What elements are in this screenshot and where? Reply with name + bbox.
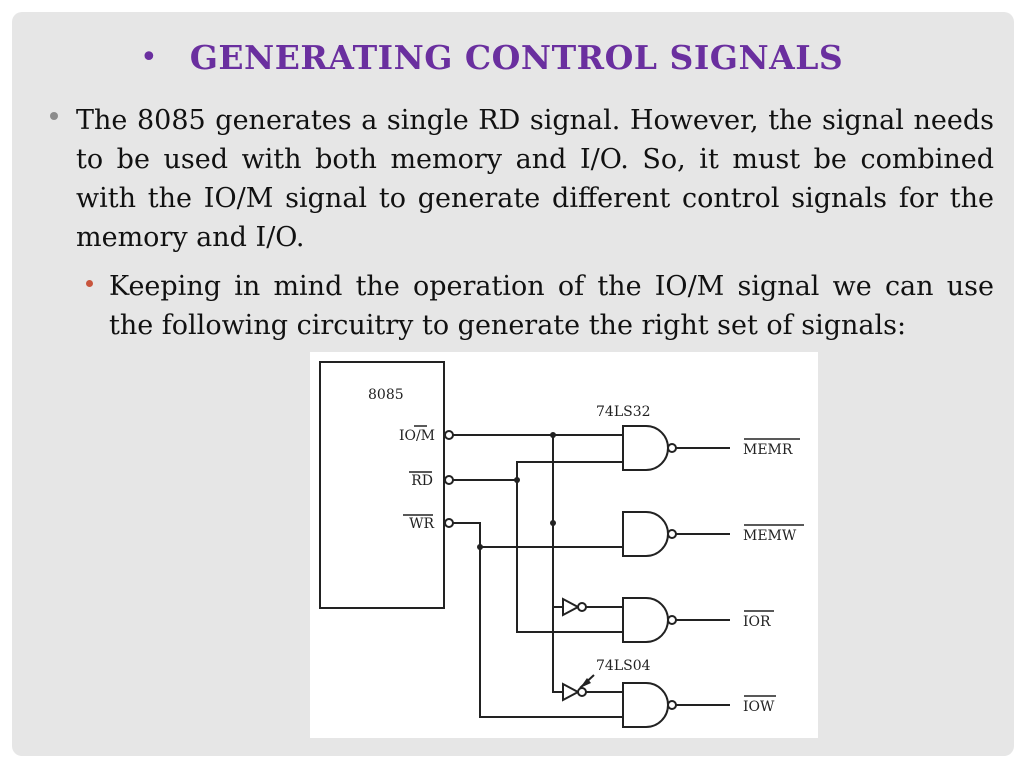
pin-label-wr: WR (409, 516, 434, 532)
pin-label-io-m: IO/M (399, 428, 435, 444)
inverter-chip-label: 74LS04 (596, 658, 651, 674)
slide-title: GENERATING CONTROL SIGNALS (189, 38, 844, 77)
pin-label-rd: RD (411, 473, 433, 489)
circuit-diagram: 8085 IO/M RD WR 74LS32 74LS04 MEMR MEMW … (310, 352, 818, 738)
inverter-gate-2 (562, 682, 581, 702)
nand-gate-memr (622, 425, 669, 471)
nand-gate-iow (622, 682, 669, 728)
bullet-marker-level2 (86, 280, 93, 287)
inverter-gate-1 (562, 597, 581, 617)
title-bullet: • (140, 40, 158, 75)
nand-gate-ior (622, 597, 669, 643)
cpu-label: 8085 (368, 387, 404, 403)
slide: • GENERATING CONTROL SIGNALS The 8085 ge… (12, 12, 1014, 756)
nand-gate-memw (622, 511, 669, 557)
cpu-chip-box (319, 361, 445, 609)
bullet-text-level2: Keeping in mind the operation of the IO/… (109, 271, 994, 341)
bullet-marker-level1 (50, 112, 58, 120)
or-gate-chip-label: 74LS32 (596, 404, 651, 420)
output-label-iow: IOW (743, 699, 775, 715)
output-label-memr: MEMR (743, 442, 793, 458)
output-label-memw: MEMW (743, 528, 797, 544)
output-label-ior: IOR (743, 614, 771, 630)
bullet-text-level1: The 8085 generates a single RD signal. H… (76, 105, 994, 253)
title-row: • GENERATING CONTROL SIGNALS (140, 38, 843, 77)
